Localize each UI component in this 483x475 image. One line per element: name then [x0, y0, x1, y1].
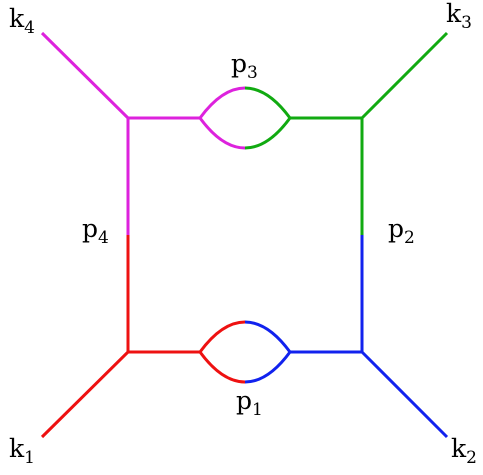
label-k4: k4 [9, 4, 35, 38]
bubble-p1-right-bottom [244, 351, 292, 384]
red-lines [40, 235, 246, 439]
label-k2: k2 [451, 434, 477, 468]
label-p1: p1 [236, 386, 263, 420]
magenta-lines [40, 31, 246, 235]
label-k3: k3 [446, 0, 472, 33]
label-p4: p4 [82, 214, 109, 248]
leg-k2 [360, 350, 449, 439]
bubble-p1-left-top [198, 320, 246, 353]
bubble-p3-right-top [244, 86, 292, 119]
bubble-p1-left-bottom [198, 351, 246, 384]
label-p2: p2 [388, 214, 415, 248]
bubble-p3-left-bottom [198, 117, 246, 150]
blue-lines [244, 235, 449, 439]
label-k1: k1 [9, 434, 35, 468]
leg-k4 [40, 31, 130, 120]
bubble-p1-right-top [244, 320, 292, 353]
leg-k3 [360, 31, 449, 120]
green-lines [244, 31, 449, 235]
bubble-p3-left-top [198, 86, 246, 119]
bubble-p3-right-bottom [244, 117, 292, 150]
leg-k1 [40, 350, 130, 439]
label-p3: p3 [231, 49, 258, 83]
